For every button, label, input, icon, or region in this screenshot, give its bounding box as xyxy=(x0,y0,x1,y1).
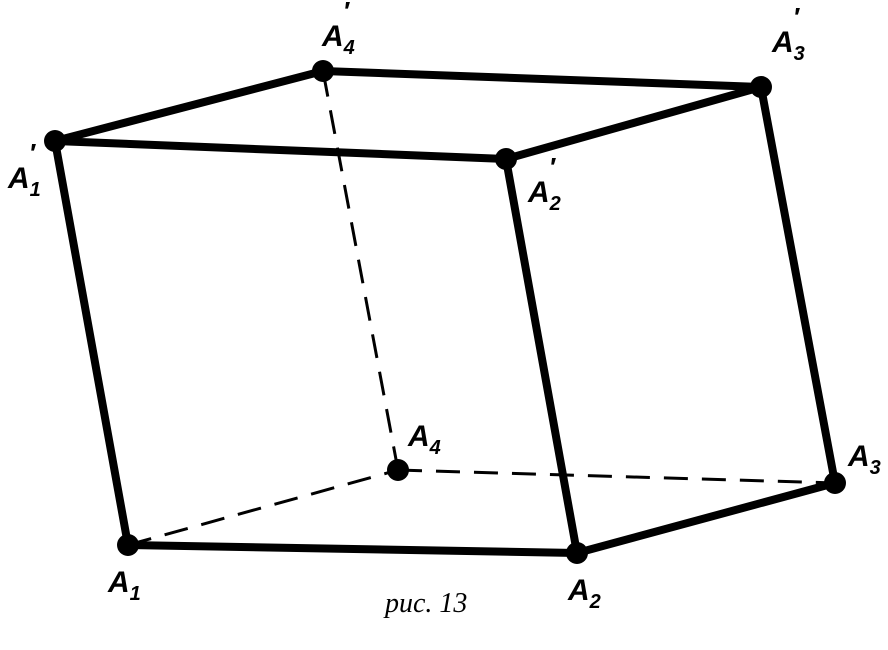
hidden-edge-A4-A3 xyxy=(397,468,836,485)
vertex-A4p xyxy=(312,60,334,82)
vertex-A1 xyxy=(117,534,139,556)
edge-A1-A2 xyxy=(124,541,581,557)
edge-A3-A3p xyxy=(757,83,839,487)
edge-A2-A2p xyxy=(502,155,581,557)
vertex-A3 xyxy=(824,472,846,494)
label-A1: A1 xyxy=(107,566,141,605)
edge-A1p-A2p xyxy=(51,137,510,163)
edge-A2-A3 xyxy=(573,479,839,557)
edge-A2p-A3p xyxy=(502,83,765,163)
hidden-edges xyxy=(127,70,836,547)
label-A2: A2 xyxy=(567,574,601,613)
edge-A1-A1p xyxy=(51,137,132,549)
hidden-edge-A4-A4p xyxy=(321,70,400,471)
vertex-A1p xyxy=(44,130,66,152)
vertex-A2p xyxy=(495,148,517,170)
figure-caption: рис. 13 xyxy=(383,588,467,619)
label-A4: A4 xyxy=(407,420,441,459)
label-A3: A3 xyxy=(847,440,881,479)
vertex-A2 xyxy=(566,542,588,564)
label-A1-prime: A1′ xyxy=(7,138,41,201)
edge-A4p-A1p xyxy=(51,67,327,145)
edge-A3p-A4p xyxy=(319,67,765,91)
label-A2-prime: A2′ xyxy=(527,152,561,215)
label-A3-prime: A3′ xyxy=(771,2,805,65)
vertex-A3p xyxy=(750,76,772,98)
solid-edges xyxy=(51,67,839,557)
label-A4-prime: A4′ xyxy=(321,0,355,59)
hidden-edge-A1-A4 xyxy=(127,468,399,547)
vertices xyxy=(44,60,846,564)
vertex-A4 xyxy=(387,459,409,481)
